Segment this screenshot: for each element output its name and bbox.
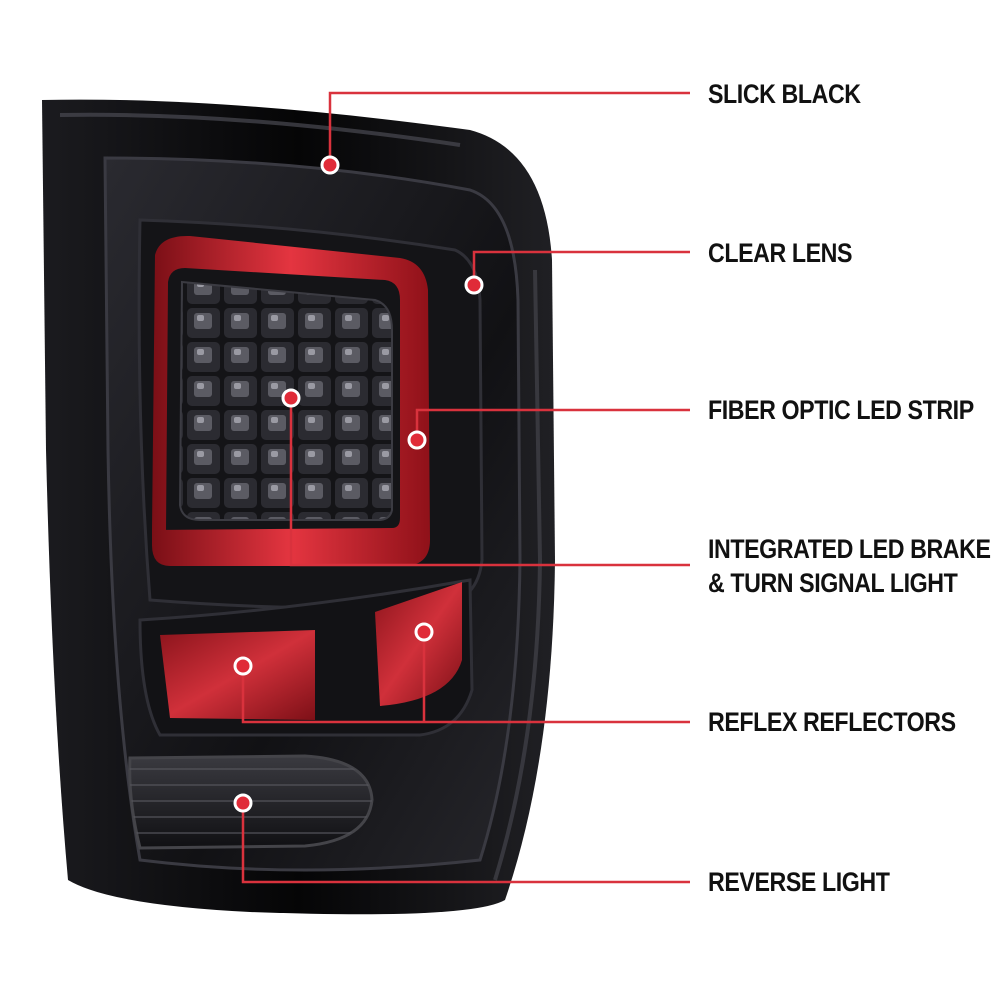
label-integrated-led-brake: INTEGRATED LED BRAKE [708, 534, 991, 564]
reflector-left [160, 630, 315, 720]
callout-dot-reflex-left [233, 656, 253, 676]
callout-line-integrated-led [289, 398, 690, 567]
callout-line-clear-lens [472, 250, 690, 285]
callout-dot-integrated-led [281, 388, 301, 408]
label-turn-signal-light: & TURN SIGNAL LIGHT [708, 568, 958, 598]
callout-dot-slick-black [320, 155, 340, 175]
callout-dot-reverse [233, 793, 253, 813]
label-clear-lens: CLEAR LENS [708, 238, 853, 268]
callout-line-reflex-left [241, 666, 690, 724]
callout-dot-reflex-right [414, 622, 434, 642]
fiber-optic-strip-shape [152, 235, 430, 566]
label-fiber-optic-led-strip: FIBER OPTIC LED STRIP [708, 395, 974, 425]
callout-line-slick-black [328, 91, 690, 165]
callout-dot-fiber-optic [407, 430, 427, 450]
callout-dot-clear-lens [464, 275, 484, 295]
label-slick-black: SLICK BLACK [708, 79, 861, 109]
callout-line-fiber-optic [415, 408, 690, 440]
label-reflex-reflectors: REFLEX REFLECTORS [708, 707, 956, 737]
label-reverse-light: REVERSE LIGHT [708, 867, 890, 897]
reflector-right [375, 582, 462, 706]
callout-line-reverse [241, 803, 690, 884]
